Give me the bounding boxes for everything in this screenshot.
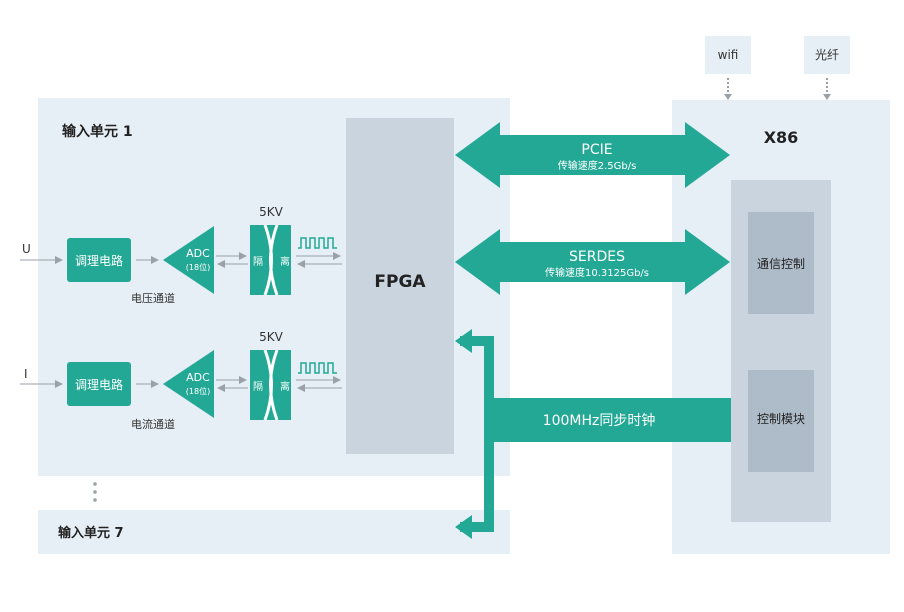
channel-i-name: 电流通道 [131, 417, 175, 431]
channel-u-input-label: U [22, 242, 31, 256]
channel-u-isolation-voltage: 5KV [259, 205, 284, 219]
x86-comm-module [748, 212, 814, 314]
pcie-double-arrow [455, 122, 730, 188]
clock-bar [484, 398, 731, 442]
serdes-double-arrow [455, 229, 730, 295]
channel-i-isolation-block [250, 349, 291, 421]
pcie-label: PCIE [581, 142, 612, 158]
channel-u-conditioning-box [67, 238, 131, 282]
wifi-box [705, 36, 751, 74]
serdes-label: SERDES [569, 249, 625, 265]
channel-u-pulse-icon [298, 237, 337, 249]
channel-u-isolation-left: 隔 [253, 256, 263, 268]
channel-u-adc-label: ADC [186, 247, 210, 260]
fiber-arrow-head [823, 94, 831, 100]
channel-u-isolation-right: 离 [280, 255, 290, 268]
channel-u-conditioning-label: 调理电路 [75, 253, 123, 268]
channel-u-adc-bits: (18位) [186, 262, 210, 272]
channel-i-isolation-voltage: 5KV [259, 330, 284, 344]
wifi-label: wifi [718, 48, 739, 62]
x86-control-module [748, 370, 814, 472]
channel-i-conditioning-label: 调理电路 [75, 377, 123, 392]
x86-comm-module-label: 通信控制 [757, 257, 805, 271]
channel-u-adc-triangle [163, 226, 214, 294]
ellipsis-dots [93, 482, 97, 502]
x86-title: X86 [764, 128, 799, 147]
input-unit-1-title: 输入单元 1 [62, 123, 133, 140]
input-unit-7-panel [38, 510, 510, 554]
channel-i-adc-bits: (18位) [186, 386, 210, 396]
channel-u-isolation-block [250, 224, 291, 296]
fpga-label: FPGA [374, 272, 426, 292]
channel-i-pulse-icon [298, 362, 337, 374]
channel-i-input-label: I [24, 367, 28, 381]
channel-i-adc-label: ADC [186, 371, 210, 384]
channel-u-name: 电压通道 [131, 291, 175, 305]
channel-i-isolation-right: 离 [280, 380, 290, 393]
clock-label: 100MHz同步时钟 [543, 412, 656, 429]
input-unit-7-title: 输入单元 7 [58, 525, 124, 541]
serdes-speed: 传输速度10.3125Gb/s [545, 266, 649, 279]
channel-i-adc-triangle [163, 350, 214, 418]
fpga-block [346, 118, 454, 454]
fiber-box [804, 36, 850, 74]
pcie-speed: 传输速度2.5Gb/s [558, 159, 637, 172]
channel-i-isolation-left: 隔 [253, 381, 263, 393]
channel-i-conditioning-box [67, 362, 131, 406]
wifi-arrow-head [724, 94, 732, 100]
x86-control-module-label: 控制模块 [757, 412, 805, 426]
fiber-label: 光纤 [815, 48, 839, 62]
